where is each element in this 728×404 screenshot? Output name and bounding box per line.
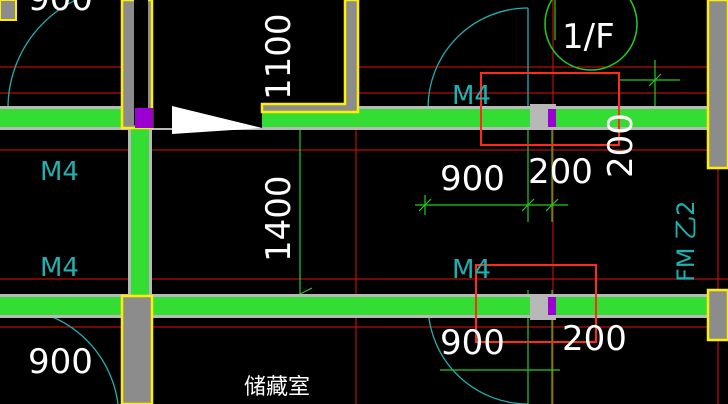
column-top-left-corner <box>0 0 17 21</box>
door-swing-left-top <box>7 0 78 109</box>
door-label-left-upper: M4 <box>40 157 79 187</box>
axis-bubble-label: 1/F <box>562 17 615 57</box>
axis-bubble: 1/F <box>544 0 638 71</box>
dim-text-mid-200: 200 <box>528 152 593 192</box>
door-label-center-lower: M4 <box>452 255 491 285</box>
markers <box>135 108 556 315</box>
elevation-symbol-triangle <box>172 106 262 134</box>
dim-tick-c <box>418 198 432 212</box>
door-swing-bottom <box>427 307 528 404</box>
dim-tick-d <box>521 198 535 212</box>
axis-bubble-circle <box>544 0 638 71</box>
dim-text-bottom-mid-900: 900 <box>440 323 505 363</box>
room-name-label: 储藏室 <box>244 375 310 400</box>
dim-tick-e <box>545 198 559 212</box>
highlight-box-upper <box>480 72 620 146</box>
dim-tick-f <box>648 73 662 87</box>
column-right-top <box>706 0 728 170</box>
marker-upper-right <box>548 109 556 127</box>
marker-upper-left <box>135 108 153 128</box>
wall-lower <box>0 297 728 315</box>
dim-text-bottom-left-900: 900 <box>28 342 93 382</box>
door-label-top-right: M4 <box>452 81 491 111</box>
door-swings <box>7 0 529 404</box>
dim-text-bottom-200: 200 <box>562 319 627 359</box>
column-upper-void <box>152 0 345 128</box>
column-lower-left <box>120 294 154 404</box>
column-upper-left-core <box>134 0 148 125</box>
column-right-lower <box>706 288 728 342</box>
dim-text-1100: 1100 <box>259 13 299 100</box>
dim-text-1400: 1400 <box>259 175 299 262</box>
highlight-boxes <box>475 72 620 343</box>
dim-text-mid-900: 900 <box>440 159 505 199</box>
dim-text-right-200: 200 <box>601 113 641 178</box>
wall-vertical <box>131 125 149 305</box>
door-label-left-lower: M4 <box>40 253 79 283</box>
fire-door-label: FM 乙2 <box>672 201 700 282</box>
highlight-box-lower <box>475 264 597 343</box>
column-upper-right <box>260 0 360 114</box>
marker-lower-right <box>548 297 556 315</box>
door-swing-top-right <box>427 7 529 109</box>
dim-text-top-left: 900 <box>28 0 93 19</box>
